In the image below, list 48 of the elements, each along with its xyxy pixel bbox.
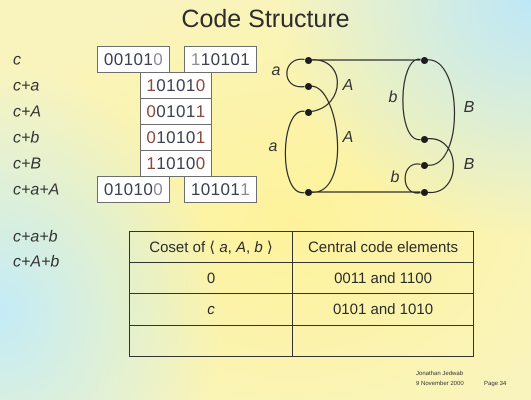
coset-label: c+A+b [13, 252, 60, 271]
vertex-dot [304, 188, 312, 196]
coset-label: c [13, 50, 21, 69]
coset-label: c+b [13, 128, 40, 147]
table-cell: 0 [130, 262, 292, 294]
graph-edge [284, 110, 305, 194]
table-cell: c [130, 294, 292, 326]
codeword-box: 101010 [140, 72, 212, 99]
vertex-dot [420, 56, 428, 64]
vertex-dot [304, 82, 312, 90]
graph-edge [427, 138, 454, 193]
codeword-box: 110101 [184, 46, 257, 73]
graph-edge [311, 59, 338, 112]
vertex-dot [420, 136, 428, 142]
edge-label: a [268, 138, 278, 156]
coset-label: c+a+b [13, 227, 58, 246]
table-header-cell: Central code elements [292, 232, 474, 262]
edge-label: A [342, 129, 354, 147]
edge-label: A [342, 77, 354, 95]
vertex-dot [420, 188, 428, 196]
edge-label: b [388, 89, 398, 107]
slide-title: Code Structure [181, 5, 350, 34]
coset-label: c+B [13, 154, 42, 173]
codeword-box: 010101 [140, 124, 212, 151]
table-cell: 0011 and 1100 [292, 262, 474, 294]
graph-edge [286, 58, 305, 88]
edge-label: b [390, 169, 400, 187]
graph-edge [404, 163, 421, 194]
codeword-box: 001010 [97, 46, 170, 73]
vertex-dot [304, 56, 312, 64]
codeword-box: 001011 [140, 98, 212, 125]
codeword-box: 010100 [97, 176, 170, 203]
graph-edge [311, 86, 338, 193]
codeword-box: 110100 [140, 150, 212, 177]
table-cell: 0101 and 1010 [292, 294, 474, 326]
edge-label: B [464, 156, 474, 174]
graph-edge [402, 58, 421, 140]
edge-label: a [272, 62, 280, 80]
coset-label: c+a [13, 76, 40, 95]
vertex-dot [420, 162, 428, 168]
graph-edge [427, 59, 456, 166]
table-header-cell: Coset of ⟨ a, A, b ⟩ [130, 232, 292, 262]
coset-label: c+a+A [13, 180, 60, 199]
graph-edge [312, 191, 420, 193]
codeword-box: 101011 [184, 176, 257, 203]
coset-label: c+A [13, 102, 42, 121]
edge-label: B [464, 99, 474, 117]
vertex-dot [304, 108, 312, 116]
